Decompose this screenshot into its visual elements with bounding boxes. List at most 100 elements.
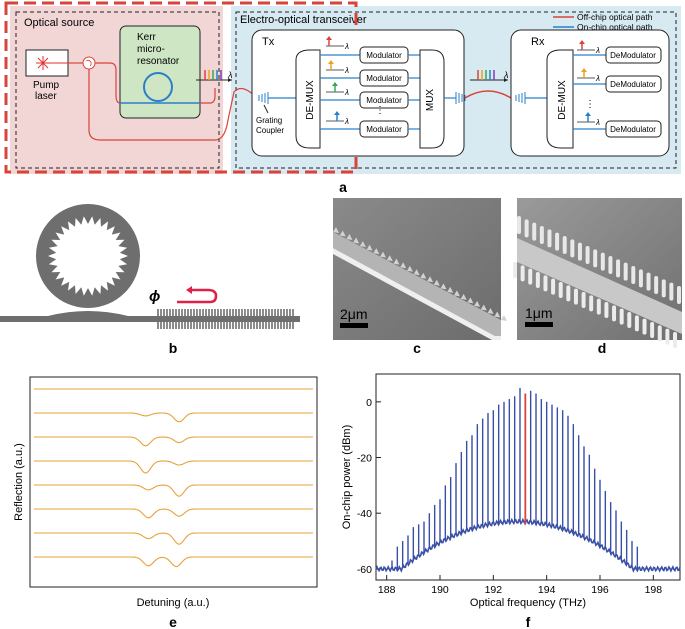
panel-d-label: d <box>598 340 607 356</box>
sem-pillar-bottom <box>589 295 594 312</box>
sem-pillar-bottom <box>543 275 548 292</box>
panel-f-xlabel: Optical frequency (THz) <box>470 597 586 609</box>
lambda-label-src: λ <box>227 70 232 80</box>
lambda-label-link: λ <box>503 70 508 80</box>
sem-pillar-top <box>524 219 529 238</box>
sem-pillar-top <box>562 236 567 254</box>
phi-label: ϕ <box>149 288 160 305</box>
tx-vdots: ⋮ <box>375 105 385 116</box>
rx-demodulator-1 <box>605 46 662 64</box>
fiber-to-resonator <box>95 62 121 104</box>
spectrum-plot-frame <box>375 373 681 581</box>
fiber-comb-out <box>200 88 216 104</box>
sem-tooth-c <box>447 286 454 293</box>
tx-mux-label: MUX <box>425 89 436 112</box>
transceiver-title: Electro-optical transceiver <box>240 14 367 26</box>
reflection-arrowhead-icon <box>186 286 192 294</box>
rx-demodulator-3-label: DeModulator <box>610 125 656 134</box>
sem-tooth-c <box>359 241 366 248</box>
reflection-traces <box>34 388 313 568</box>
rx-lambda-1: λ <box>595 46 600 55</box>
panel-e: Reflection (a.u.) Detuning (a.u.) e <box>13 376 318 629</box>
sem-pillar-top <box>593 249 598 268</box>
sem-tooth-c <box>480 304 487 311</box>
rx-demodulator-1-label: DeModulator <box>610 51 656 60</box>
pump-label-1: Pump <box>33 80 60 91</box>
panel-e-xlabel: Detuning (a.u.) <box>137 597 210 609</box>
sem-pillar-top <box>577 242 582 261</box>
reflection-trace <box>34 484 313 497</box>
sem-pillar-top <box>547 229 552 248</box>
sem-pillar-bottom <box>650 322 655 338</box>
circulator-icon <box>82 56 96 70</box>
sem-tooth-c <box>440 283 447 290</box>
panel-c-label: c <box>413 340 421 356</box>
tx-rx-fiber <box>464 90 512 99</box>
reflection-trace <box>34 436 313 447</box>
kerr-microresonator-box <box>119 25 201 119</box>
rx-demod-row-1 <box>573 40 606 56</box>
rx-vdots: ⋮ <box>585 99 595 110</box>
sem-pillar-top <box>539 226 544 244</box>
sem-pillar-top <box>654 276 659 294</box>
sem-pillar-bottom <box>634 315 639 332</box>
sem-tooth-c <box>427 276 434 283</box>
sem-pillar-bottom <box>642 318 647 335</box>
sem-pillar-bottom <box>581 292 586 308</box>
sem-pillar-bottom <box>566 285 571 302</box>
sem-tooth-c <box>393 258 400 265</box>
panel-d: 1μm d <box>513 198 682 356</box>
bragg-grating-icon <box>157 309 294 329</box>
sem-pillar-bottom <box>513 262 517 278</box>
tx-modulator-4-label: Modulator <box>366 125 402 134</box>
x-tick-label: 190 <box>431 584 449 596</box>
reflection-trace <box>34 460 313 474</box>
sem-pillar-bottom <box>612 305 617 322</box>
sem-pillar-top <box>600 252 605 271</box>
pump-label-2: laser <box>35 91 57 102</box>
sem-tooth-c <box>406 265 413 272</box>
sem-pillar-bottom <box>657 325 662 342</box>
sem-tooth-c <box>339 230 346 237</box>
coupling-region <box>48 311 128 316</box>
grating-teeth-c <box>333 227 507 321</box>
sem-pillar-bottom <box>673 332 677 348</box>
reflection-arrow-icon <box>177 288 218 304</box>
sem-pillar-bottom <box>596 298 601 315</box>
panel-a: Optical source Electro-optical transceiv… <box>4 1 681 195</box>
sem-tooth-c <box>366 244 373 251</box>
kerr-label-3: resonator <box>137 56 180 67</box>
tx-modulator-row-3 <box>320 82 360 101</box>
highlight-outline <box>4 1 358 174</box>
sem-tooth-c <box>373 248 380 255</box>
sem-pillar-top <box>631 266 636 284</box>
y-tick-label: -60 <box>357 564 372 576</box>
sem-tooth-c <box>453 290 460 297</box>
grating-coupler-label-1: Grating <box>256 116 282 125</box>
sem-tooth-c <box>487 307 494 314</box>
sem-tooth-c <box>413 269 420 276</box>
sem-pillar-bottom <box>619 308 624 325</box>
scale-bar-d <box>525 322 553 327</box>
tx-lambda-1: λ <box>344 42 349 51</box>
fiber-to-transceiver <box>88 69 259 141</box>
optical-source-title: Optical source <box>24 17 94 29</box>
tx-mux-block <box>419 49 445 149</box>
comb-spectrum-icon-2 <box>470 70 508 82</box>
sem-pillar-top <box>661 279 666 298</box>
sem-pillar-top <box>517 216 521 234</box>
rx-demux-label: DE-MUX <box>557 80 568 120</box>
sem-tooth-c <box>353 237 360 244</box>
sem-pillar-bottom <box>573 288 578 305</box>
sem-tooth-c <box>433 279 440 286</box>
tx-lambda-2: λ <box>344 66 349 75</box>
sem-pillar-top <box>638 269 643 288</box>
scale-bar-c <box>340 323 368 328</box>
tx-lambda-3: λ <box>344 88 349 97</box>
sem-pillar-bottom <box>604 302 609 318</box>
panel-e-ylabel: Reflection (a.u.) <box>13 443 25 521</box>
tx-lambda-4: λ <box>344 117 349 126</box>
tx-modulator-row-4 <box>320 111 360 130</box>
sem-pillar-bottom <box>665 328 670 345</box>
